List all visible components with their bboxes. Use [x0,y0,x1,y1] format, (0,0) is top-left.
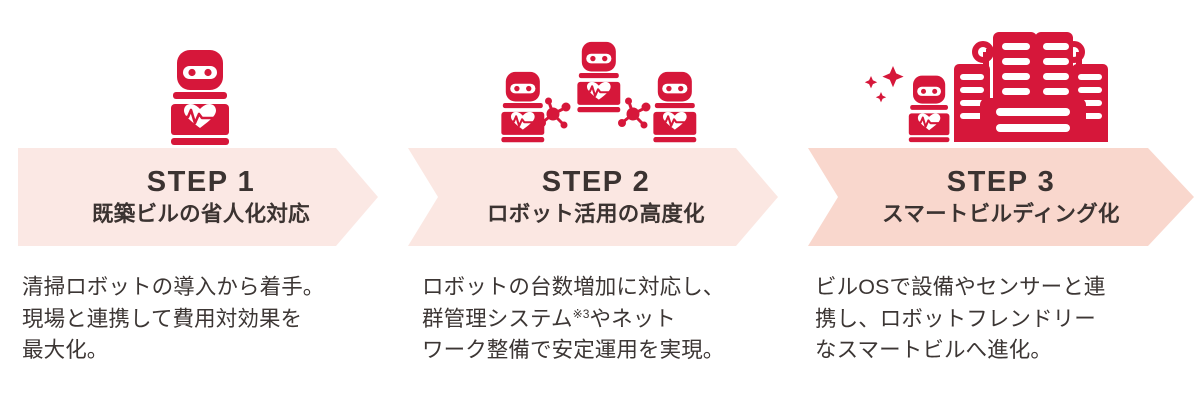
step-1-line-2: 現場と連携して費用対効果を [22,306,303,331]
step-1-description: 清掃ロボットの導入から着手。 現場と連携して費用対効果を 最大化。 [22,272,382,367]
robot-center [577,41,621,113]
step-1-title: STEP 1 [146,166,256,199]
sparkle-icons [864,66,904,103]
network-node-left [538,97,571,129]
robot-step3 [908,75,950,143]
step-3-line-2: 携し、ロボットフレンドリー [815,306,1096,331]
step-column-3: STEP 3 スマートビルディング化 ビルOSで設備やセンサーと連 携し、ロボッ… [800,0,1200,408]
footnote-marker: ※3 [572,306,590,321]
step-2-subtitle: ロボット活用の高度化 [486,201,705,226]
step-1-icon-area [0,0,400,148]
network-node-right [618,97,651,129]
step-3-icon-area [800,0,1200,148]
step-1-banner: STEP 1 既築ビルの省人化対応 [18,148,378,246]
step-2-line-1: ロボットの台数増加に対応し、 [422,275,725,299]
step-1-line-3: 最大化。 [22,338,109,363]
step-2-line-3: ワーク整備で安定運用を実現。 [422,338,725,363]
step-3-description: ビルOSで設備やセンサーと連 携し、ロボットフレンドリー なスマートビルへ進化。 [815,272,1182,367]
building-front-block [980,98,1086,142]
step-3-subtitle: スマートビルディング化 [882,201,1120,226]
step-2-line-2-tail: やネット [589,306,676,331]
antenna-ring-left [972,41,994,63]
step-1-subtitle: 既築ビルの省人化対応 [91,201,310,226]
robot-smart-building-icon [864,32,1108,143]
step-2-title: STEP 2 [541,166,651,199]
step-2-line-2: 群管理システム※3やネット [422,304,782,336]
robot-left [501,71,545,143]
step-column-1: STEP 1 既築ビルの省人化対応 清掃ロボットの導入から着手。 現場と連携して… [0,0,400,408]
step-3-banner: STEP 3 スマートビルディング化 [808,148,1194,246]
step-3-title: STEP 3 [946,166,1056,199]
single-robot-icon [171,50,229,145]
step-2-line-2-text: 群管理システム [422,306,573,331]
step-1-line-1: 清掃ロボットの導入から着手。 [22,275,325,299]
step-3-line-1: ビルOSで設備やセンサーと連 [815,275,1106,299]
step-column-2: STEP 2 ロボット活用の高度化 ロボットの台数増加に対応し、 群管理システム… [400,0,800,408]
step-2-icon-area [400,0,800,148]
step-3-line-3: なスマートビルへ進化。 [815,338,1052,363]
step-2-description: ロボットの台数増加に対応し、 群管理システム※3やネット ワーク整備で安定運用を… [422,272,782,367]
step-2-banner: STEP 2 ロボット活用の高度化 [408,148,778,246]
robot-right [653,71,697,143]
three-robots-network-icon [501,41,697,143]
